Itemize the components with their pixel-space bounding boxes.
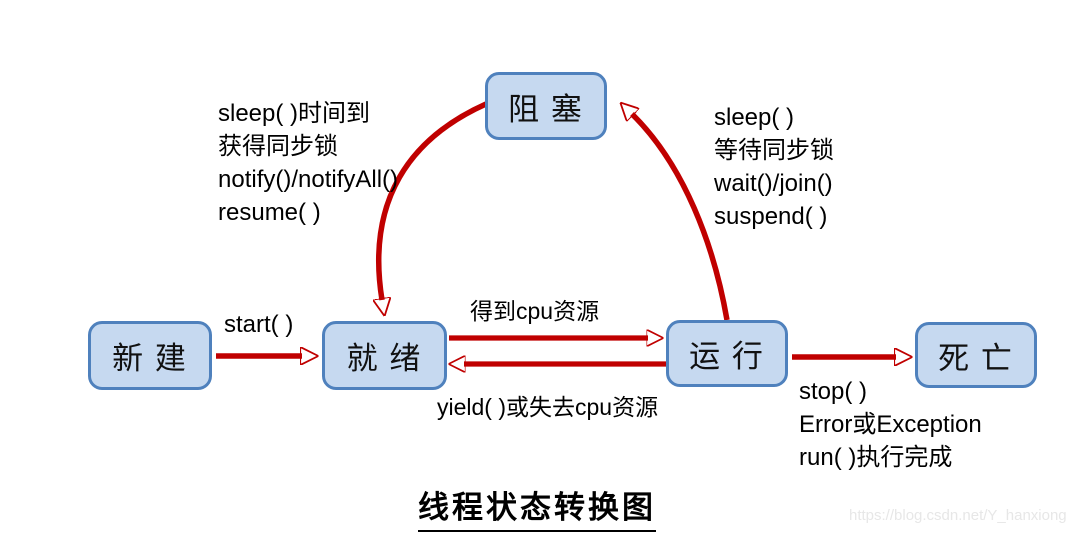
label-line: 等待同步锁 <box>714 137 834 164</box>
label-blocked-to-ready: sleep( )时间到 获得同步锁 notify()/notifyAll() r… <box>218 97 398 229</box>
label-line: notify()/notifyAll() <box>218 166 399 193</box>
state-label-running: 运 行 <box>689 339 765 374</box>
state-box-ready: 就 绪 <box>322 321 447 390</box>
state-box-running: 运 行 <box>666 320 788 387</box>
label-line: 获得同步锁 <box>218 133 338 160</box>
arrow-blocked-to-ready <box>379 101 488 300</box>
label-line: resume( ) <box>218 199 321 226</box>
label-running-to-blocked: sleep( ) 等待同步锁 wait()/join() suspend( ) <box>714 101 834 233</box>
state-label-ready: 就 绪 <box>346 341 423 376</box>
state-box-blocked: 阻 塞 <box>485 72 607 140</box>
label-ready-to-running: 得到cpu资源 <box>470 298 600 324</box>
label-line: wait()/join() <box>714 170 833 197</box>
diagram-title: 线程状态转换图 <box>418 482 656 532</box>
label-line: suspend( ) <box>714 203 828 230</box>
arrow-running-to-blocked <box>632 114 730 321</box>
label-line: run( )执行完成 <box>799 444 953 471</box>
state-box-new: 新 建 <box>88 321 212 390</box>
label-line: sleep( ) <box>714 104 795 131</box>
state-label-blocked: 阻 塞 <box>508 91 584 127</box>
label-line: Error或Exception <box>799 411 982 438</box>
label-start: start( ) <box>224 311 294 338</box>
watermark-url: https://blog.csdn.net/Y_hanxiong <box>849 507 1067 524</box>
label-running-to-ready: yield( )或失去cpu资源 <box>437 394 659 420</box>
state-label-new: 新 建 <box>112 341 188 376</box>
state-box-dead: 死 亡 <box>915 322 1037 388</box>
label-line: sleep( )时间到 <box>218 100 371 127</box>
label-line: stop( ) <box>799 378 868 405</box>
state-label-dead: 死 亡 <box>938 340 1014 376</box>
label-running-to-dead: stop( ) Error或Exception run( )执行完成 <box>799 375 982 474</box>
